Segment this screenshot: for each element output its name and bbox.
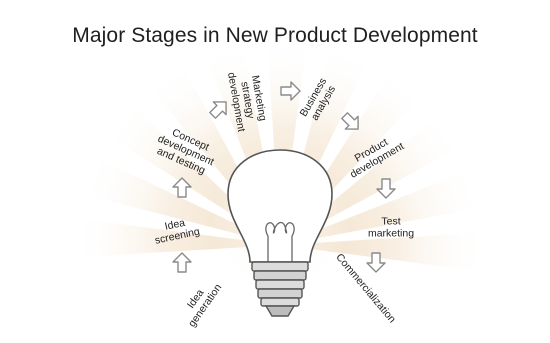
stage-label-line: Commercialization [333,251,398,325]
arrow-icon [172,177,192,198]
stage-label: Commercialization [333,251,398,325]
arrow-icon [376,178,396,199]
arrow-icon [341,112,359,130]
stage-label-line: Test [381,216,400,228]
arrow-icon [366,252,386,273]
arrow-icon [209,101,227,119]
stage-label: Ideageneration [177,275,225,329]
stage-label-line: marketing [368,227,414,239]
stage-label-line: Idea [164,217,187,233]
arrow-icon [280,81,301,101]
light-bulb-icon [227,149,333,317]
arrow-icon [172,252,192,273]
